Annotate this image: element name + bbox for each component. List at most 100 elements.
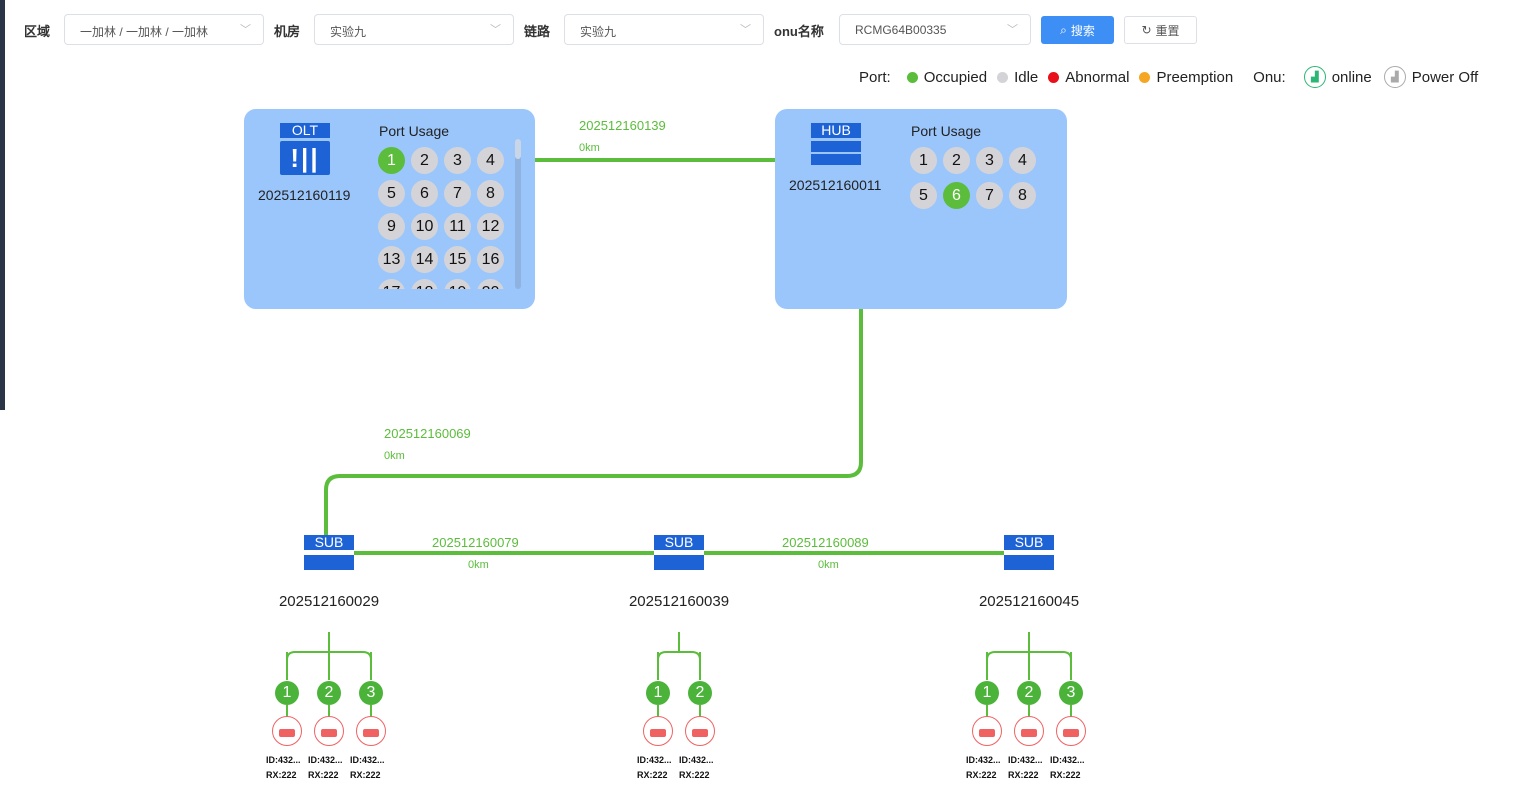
port-8[interactable]: 8 <box>477 180 504 207</box>
onu-rx: RX:222 <box>637 770 668 780</box>
port-17[interactable]: 17 <box>378 279 405 289</box>
router-icon <box>692 729 708 737</box>
onu-port-number: 3 <box>359 681 383 705</box>
port-16[interactable]: 16 <box>477 246 504 273</box>
onu-rx: RX:222 <box>966 770 997 780</box>
sub-id: 202512160039 <box>628 593 730 610</box>
onu-device[interactable] <box>272 716 302 746</box>
port-13[interactable]: 13 <box>378 246 405 273</box>
region-label: 区域 <box>24 24 51 39</box>
port-4[interactable]: 4 <box>477 147 504 174</box>
sub-node[interactable]: SUB <box>1004 535 1054 570</box>
reset-button[interactable]: ↻重置 <box>1124 16 1197 44</box>
window-edge <box>0 0 5 410</box>
sub-id: 202512160045 <box>978 593 1080 610</box>
port-20[interactable]: 20 <box>477 279 504 289</box>
onu-rx: RX:222 <box>1050 770 1081 780</box>
onu-id: ID:432... <box>1050 755 1085 765</box>
onu-rx: RX:222 <box>1008 770 1039 780</box>
legend: Port: Occupied Idle Abnormal Preemption … <box>859 66 1478 88</box>
link-id: 202512160139 <box>579 118 666 133</box>
port-8[interactable]: 8 <box>1009 182 1036 209</box>
port-11[interactable]: 11 <box>444 213 471 240</box>
onu-port-number: 1 <box>975 681 999 705</box>
olt-id: 202512160119 <box>258 187 351 203</box>
region-value: 一加林 / 一加林 / 一加林 <box>80 25 209 39</box>
refresh-icon: ↻ <box>1141 23 1152 37</box>
port-4[interactable]: 4 <box>1009 147 1036 174</box>
legend-preemption: Preemption <box>1156 68 1234 86</box>
port-18[interactable]: 18 <box>411 279 438 289</box>
onu-name-label: onu名称 <box>774 24 824 39</box>
sub-node[interactable]: SUB <box>654 535 704 570</box>
onu-device[interactable] <box>356 716 386 746</box>
onu-port-number: 1 <box>646 681 670 705</box>
olt-port-title: Port Usage <box>379 123 450 139</box>
legend-occupied: Occupied <box>923 68 988 86</box>
onu-device[interactable] <box>685 716 715 746</box>
sub-device-icon <box>654 555 704 570</box>
onu-port-number: 2 <box>688 681 712 705</box>
onu-device[interactable] <box>643 716 673 746</box>
onu-rx: RX:222 <box>679 770 710 780</box>
legend-idle: Idle <box>1014 68 1039 86</box>
link-distance: 0km <box>384 450 405 462</box>
port-10[interactable]: 10 <box>411 213 438 240</box>
sub-tag: SUB <box>1004 535 1054 550</box>
port-3[interactable]: 3 <box>444 147 471 174</box>
room-label: 机房 <box>274 24 301 39</box>
search-button[interactable]: ⌕搜索 <box>1041 16 1114 44</box>
onu-power-off-icon: ▟ <box>1383 66 1406 88</box>
port-2[interactable]: 2 <box>411 147 438 174</box>
port-14[interactable]: 14 <box>411 246 438 273</box>
link-id: 202512160089 <box>782 535 869 550</box>
link-hub-sub <box>324 308 863 540</box>
onu-rx: RX:222 <box>308 770 339 780</box>
port-7[interactable]: 7 <box>444 180 471 207</box>
port-1[interactable]: 1 <box>910 147 937 174</box>
port-15[interactable]: 15 <box>444 246 471 273</box>
onu-id: ID:432... <box>1008 755 1043 765</box>
onu-rx: RX:222 <box>266 770 297 780</box>
olt-port-scrollbar[interactable] <box>515 139 521 289</box>
router-icon <box>979 729 995 737</box>
port-6[interactable]: 6 <box>943 182 970 209</box>
router-icon <box>363 729 379 737</box>
sub-node[interactable]: SUB <box>304 535 354 570</box>
link-value: 实验九 <box>580 25 617 39</box>
sub-device-icon <box>304 555 354 570</box>
onu-device[interactable] <box>1056 716 1086 746</box>
onu-id: ID:432... <box>966 755 1001 765</box>
occupied-dot-icon <box>906 71 918 83</box>
onu-device[interactable] <box>314 716 344 746</box>
port-5[interactable]: 5 <box>910 182 937 209</box>
region-select[interactable]: 一加林 / 一加林 / 一加林﹀ <box>64 14 264 45</box>
onu-rx: RX:222 <box>350 770 381 780</box>
onu-name-select[interactable]: RCMG64B00335﹀ <box>839 14 1031 45</box>
port-7[interactable]: 7 <box>976 182 1003 209</box>
onu-port-number: 2 <box>1017 681 1041 705</box>
port-1[interactable]: 1 <box>378 147 405 174</box>
abnormal-dot-icon <box>1048 71 1060 83</box>
sub-tag: SUB <box>304 535 354 550</box>
onu-id: ID:432... <box>350 755 385 765</box>
port-3[interactable]: 3 <box>976 147 1003 174</box>
link-select[interactable]: 实验九﹀ <box>564 14 764 45</box>
port-9[interactable]: 9 <box>378 213 405 240</box>
router-icon <box>321 729 337 737</box>
onu-device[interactable] <box>972 716 1002 746</box>
port-12[interactable]: 12 <box>477 213 504 240</box>
room-select[interactable]: 实验九﹀ <box>314 14 514 45</box>
port-5[interactable]: 5 <box>378 180 405 207</box>
router-icon <box>650 729 666 737</box>
link-id: 202512160079 <box>432 535 519 550</box>
onu-device[interactable] <box>1014 716 1044 746</box>
onu-id: ID:432... <box>308 755 343 765</box>
port-19[interactable]: 19 <box>444 279 471 289</box>
router-icon <box>279 729 295 737</box>
port-6[interactable]: 6 <box>411 180 438 207</box>
onu-branch-lines <box>986 632 1072 717</box>
port-2[interactable]: 2 <box>943 147 970 174</box>
